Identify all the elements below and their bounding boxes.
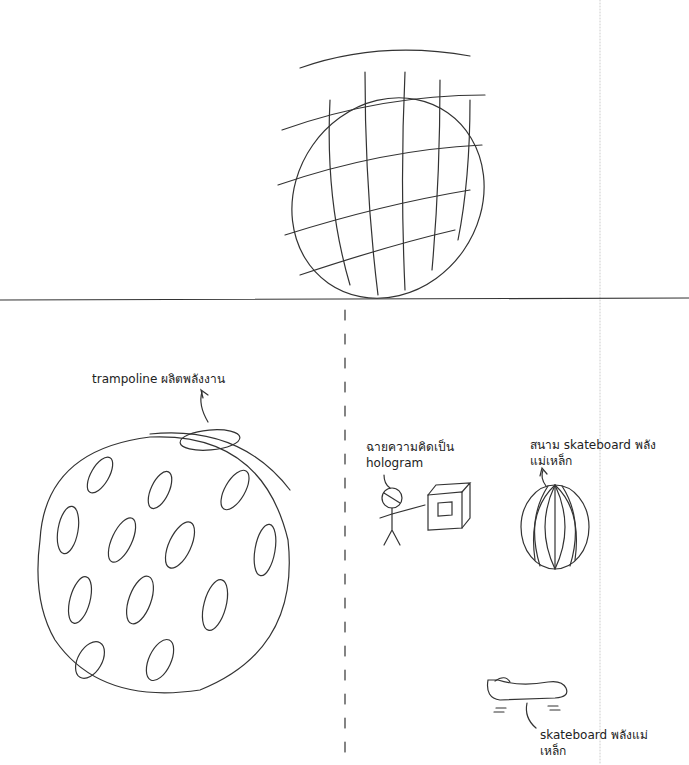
skateboard: [488, 678, 567, 712]
annotation-label: สนาม skateboard พลังแม่เหล็ก: [530, 438, 660, 469]
panel-divider: [0, 298, 689, 300]
leader-line: [526, 703, 536, 728]
hologram-figure: [380, 483, 470, 545]
arrow-head: [201, 390, 208, 398]
skateboard-field-sphere: [521, 485, 589, 569]
annotation-label: trampoline ผลิตพลังงาน: [92, 372, 292, 388]
trampoline-sphere: [38, 427, 290, 692]
annotation-label: skateboard พลังแม่เหล็ก: [540, 728, 650, 759]
grid-globe: [253, 50, 523, 336]
leader-line: [201, 392, 208, 422]
leader-line: [384, 475, 390, 488]
arrow-head: [540, 468, 547, 476]
panel-divider-dashed: [344, 310, 345, 765]
scan-line: [600, 0, 601, 765]
annotation-label: ฉายความคิดเป็น hologram: [366, 440, 466, 471]
